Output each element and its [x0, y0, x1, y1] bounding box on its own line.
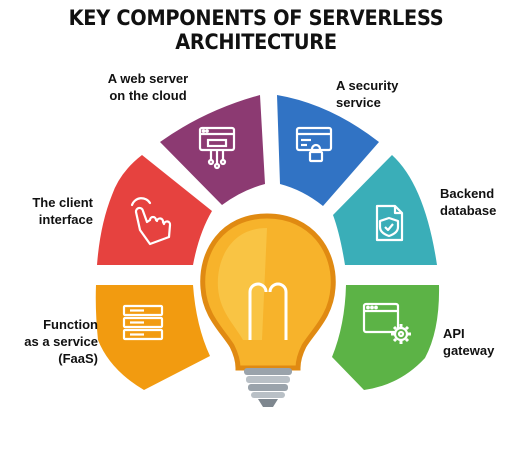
label-client-interface: The client interface [32, 195, 93, 227]
segment-client-interface [97, 155, 212, 265]
lightbulb-icon [200, 213, 336, 407]
gear-window-icon [362, 302, 411, 344]
label-faas: Function as a service (FaaS) [24, 317, 98, 366]
label-backend-db: Backend database [440, 186, 497, 218]
segment-api-gateway [332, 285, 440, 390]
label-security: A security service [336, 78, 399, 110]
lock-window-icon [295, 126, 333, 163]
segment-backend-db [333, 155, 437, 265]
label-web-server: A web server on the cloud [107, 71, 189, 103]
server-stack-icon [122, 304, 164, 341]
page-title: KEY COMPONENTS OF SERVERLESS ARCHITECTUR… [68, 6, 444, 54]
cloud-server-icon [198, 126, 236, 170]
segment-faas [95, 285, 210, 390]
label-api-gateway: API gateway [443, 326, 495, 358]
shield-document-icon [375, 204, 404, 242]
touch-hand-icon [130, 197, 172, 246]
